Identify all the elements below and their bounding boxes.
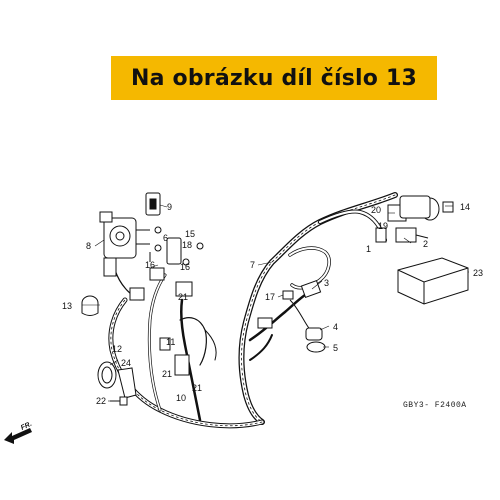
connector-c — [175, 281, 193, 297]
callout-12: 12 — [112, 344, 122, 354]
connector-a — [129, 287, 145, 301]
callout-24: 24 — [121, 358, 131, 368]
relay — [174, 354, 190, 376]
cdi-unit — [397, 257, 469, 305]
callout-20: 20 — [371, 205, 381, 215]
leader-lines — [82, 204, 469, 402]
callout-14: 14 — [460, 202, 470, 212]
callout-5: 5 — [333, 343, 338, 353]
callout-11: 11 — [166, 337, 175, 347]
horn — [97, 361, 137, 399]
ignition-switch — [99, 211, 150, 277]
callout-9: 9 — [167, 202, 172, 212]
diagram-code: GBY3- F2400A — [403, 401, 467, 410]
callout-7: 7 — [250, 260, 255, 270]
callout-21c: 21 — [192, 383, 202, 393]
callout-2: 2 — [423, 239, 428, 249]
banner-text: Na obrázku díl číslo 13 — [131, 65, 417, 91]
front-direction-arrow: FR. — [4, 421, 33, 444]
ignition-coil — [289, 299, 326, 353]
callout-23: 23 — [473, 268, 483, 278]
callout-21a: 21 — [178, 292, 188, 302]
part-banner: Na obrázku díl číslo 13 — [111, 56, 437, 100]
small-switch — [149, 226, 204, 266]
callout-18: 18 — [182, 240, 192, 250]
connector-b — [149, 267, 165, 281]
callout-6: 6 — [163, 233, 168, 243]
main-harness — [108, 192, 398, 429]
parts — [81, 192, 469, 406]
callout-16: 16 — [145, 260, 155, 270]
callout-16b: 16 — [180, 262, 190, 272]
connector-d — [159, 337, 171, 351]
callout-17: 17 — [265, 292, 275, 302]
callout-22: 22 — [96, 396, 106, 406]
starter-relay — [399, 195, 454, 221]
callout-10: 10 — [176, 393, 186, 403]
connector-3 — [300, 279, 322, 299]
callout-3: 3 — [324, 278, 329, 288]
connector-e — [257, 317, 273, 329]
cap-part-13 — [81, 295, 99, 316]
callout-21b: 21 — [162, 369, 172, 379]
callout-13: 13 — [62, 301, 72, 311]
callout-4: 4 — [333, 322, 338, 332]
callout-19: 19 — [378, 221, 388, 231]
key — [145, 192, 161, 216]
callout-1: 1 — [366, 244, 371, 254]
direction-label: FR. — [20, 421, 33, 432]
callouts: 9 8 6 15 18 16 16 13 12 24 22 21 11 21 2… — [62, 202, 483, 406]
callout-15: 15 — [185, 229, 195, 239]
bolt-22 — [110, 396, 128, 406]
callout-8: 8 — [86, 241, 91, 251]
connector-17 — [282, 290, 294, 300]
